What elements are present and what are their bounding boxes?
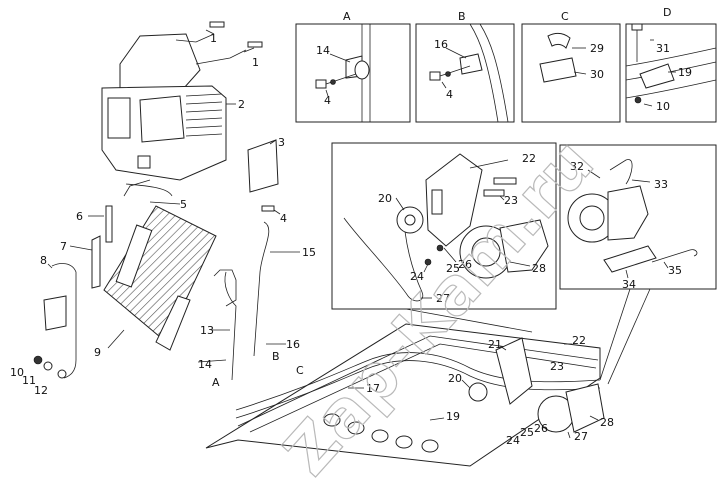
callout-main-27: 27 bbox=[574, 430, 588, 443]
callout-a-14: 14 bbox=[316, 44, 330, 57]
callout-main-14: 14 bbox=[198, 358, 212, 371]
callout-c-20: 20 bbox=[378, 192, 392, 205]
detail-view-c-title: C bbox=[561, 10, 569, 23]
callout-main-13: 13 bbox=[200, 324, 214, 337]
callout-c-23: 23 bbox=[504, 194, 518, 207]
callout-main-17: 17 bbox=[366, 382, 380, 395]
callout-c-29: 29 bbox=[590, 42, 604, 55]
callout-b-35: 35 bbox=[668, 264, 682, 277]
callout-main-21: 21 bbox=[488, 338, 502, 351]
callout-main-20: 20 bbox=[448, 372, 462, 385]
callout-main-12: 12 bbox=[34, 384, 48, 397]
callout-main-5: 5 bbox=[180, 198, 187, 211]
callout-b-4: 4 bbox=[446, 88, 453, 101]
detail-view-a: A 14 4 bbox=[295, 10, 411, 123]
callout-main-26: 26 bbox=[534, 422, 548, 435]
compressor-inset: 22 23 20 26 24 25 28 27 bbox=[331, 142, 557, 310]
callout-main-11: 11 bbox=[22, 374, 36, 387]
callout-c-24: 24 bbox=[410, 270, 424, 283]
callout-main-6: 6 bbox=[76, 210, 83, 223]
detail-view-a-title: A bbox=[343, 10, 351, 23]
view-marker-a: A bbox=[212, 376, 220, 389]
callout-main-1b: 1 bbox=[252, 56, 259, 69]
callout-main-7: 7 bbox=[60, 240, 67, 253]
callout-a-4: 4 bbox=[324, 94, 331, 107]
callout-main-16: 16 bbox=[286, 338, 300, 351]
callout-main-2: 2 bbox=[238, 98, 245, 111]
condenser bbox=[103, 205, 217, 351]
callout-main-9: 9 bbox=[94, 346, 101, 359]
callout-main-19: 19 bbox=[446, 410, 460, 423]
callout-b-33: 33 bbox=[654, 178, 668, 191]
callout-main-24: 24 bbox=[506, 434, 520, 447]
callout-main-4: 4 bbox=[280, 212, 287, 225]
callout-b-34: 34 bbox=[622, 278, 636, 291]
callout-main-8: 8 bbox=[40, 254, 47, 267]
callout-c-25: 25 bbox=[446, 262, 460, 275]
callout-d-31: 31 bbox=[656, 42, 670, 55]
callout-main-1a: 1 bbox=[210, 32, 217, 45]
callout-main-22: 22 bbox=[572, 334, 586, 347]
callout-d-10: 10 bbox=[656, 100, 670, 113]
callout-c-30: 30 bbox=[590, 68, 604, 81]
callout-c-26: 26 bbox=[458, 258, 472, 271]
callout-main-15: 15 bbox=[302, 246, 316, 259]
callout-c-22: 22 bbox=[522, 152, 536, 165]
detail-view-b-title: B bbox=[458, 10, 466, 23]
detail-view-b: B 16 4 bbox=[415, 10, 515, 123]
callout-d-19: 19 bbox=[678, 66, 692, 79]
callout-c-28: 28 bbox=[532, 262, 546, 275]
callout-main-23: 23 bbox=[550, 360, 564, 373]
bracket-inset: 32 33 34 35 bbox=[559, 144, 717, 291]
detail-view-d: D 31 19 10 bbox=[625, 6, 717, 123]
callout-main-3: 3 bbox=[278, 136, 285, 149]
callout-main-25: 25 bbox=[520, 426, 534, 439]
callout-b-32: 32 bbox=[570, 160, 584, 173]
detail-view-d-title: D bbox=[663, 6, 671, 19]
callout-main-10: 10 bbox=[10, 366, 24, 379]
callout-c-27: 27 bbox=[436, 292, 450, 305]
callout-main-28: 28 bbox=[600, 416, 614, 429]
detail-view-c: C 29 30 bbox=[521, 10, 621, 123]
heater-unit bbox=[101, 33, 247, 197]
view-marker-c: C bbox=[296, 364, 304, 377]
view-marker-b: B bbox=[272, 350, 280, 363]
callout-b-16: 16 bbox=[434, 38, 448, 51]
